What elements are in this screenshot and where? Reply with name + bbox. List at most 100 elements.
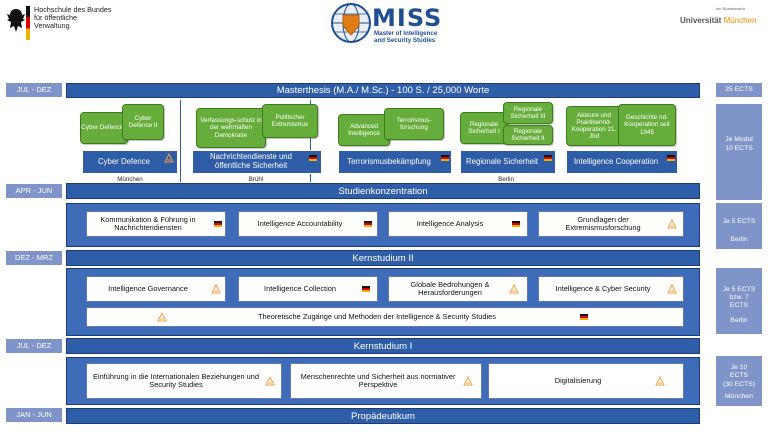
unibw-icon bbox=[667, 218, 677, 229]
module-akteure-kooperation: Akteure und Praktikennd-Kooperation 21. … bbox=[566, 106, 622, 146]
section-terrorismusbekaempfung[interactable]: Terrorismusbekämpfung bbox=[338, 150, 452, 174]
module-extremismus: Politischer Extremismus bbox=[262, 104, 318, 138]
miss-wordmark: MISS bbox=[372, 4, 443, 32]
ects-kern2-line-2: bzw. 7 bbox=[729, 294, 749, 302]
ects-kern2-top: Je 5 ECTS Berlin bbox=[716, 203, 762, 249]
hsbund-icon bbox=[512, 221, 520, 227]
hsbund-icon bbox=[214, 221, 222, 227]
section-intelligence-cooperation-label: Intelligence Cooperation bbox=[573, 156, 659, 166]
module-intelligence-analysis[interactable]: Intelligence Analysis bbox=[388, 211, 528, 237]
module-verfassungsschutz: Verfassungs-schutz in der wehrhaften Dem… bbox=[196, 108, 266, 148]
hsbund-icon bbox=[544, 155, 552, 161]
hsbund-line-1: Hochschule des Bundes bbox=[34, 5, 112, 14]
hsbund-line-2: für öffentliche bbox=[34, 13, 78, 23]
propaedeutikum-bar: Propädeutikum bbox=[66, 408, 700, 424]
module-kommunikation-fuehrung[interactable]: Kommunikation & Führung in Nachrichtendi… bbox=[86, 211, 226, 237]
ects-kern1-line-2: ECTS bbox=[729, 372, 749, 380]
module-theoretische-zugaenge-label: Theoretische Zugänge und Methoden der In… bbox=[258, 311, 496, 321]
ects-kern2-line-1: Je 5 ECTS bbox=[722, 286, 756, 293]
ects-kern1-line-4: München bbox=[725, 393, 753, 401]
ects-kern1-line-3: (30 ECTS) bbox=[722, 380, 756, 388]
unibw-icon bbox=[164, 152, 174, 163]
ects-kern2: Je 5 ECTS bzw. 7 ECTS Berlin bbox=[716, 268, 762, 334]
module-globale-bedrohungen[interactable]: Globale Bedrohungen & Herausforderungen bbox=[388, 276, 528, 302]
module-regional-3: Regionale Sicherheit III bbox=[503, 102, 553, 124]
section-nachrichtendienste[interactable]: Nachrichtendienste und öffentliche Siche… bbox=[192, 150, 322, 174]
module-einfuehrung-ib[interactable]: Einführung in die Internationalen Bezieh… bbox=[86, 363, 282, 399]
module-einfuehrung-ib-label: Einführung in die Internationalen Bezieh… bbox=[93, 371, 260, 389]
hsbund-icon bbox=[580, 314, 588, 320]
location-bruehl: Brühl bbox=[248, 176, 264, 183]
module-menschenrechte-label: Menschenrechte und Sicherheit aus normat… bbox=[300, 371, 456, 389]
studienkonzentration-bar: Studienkonzentration bbox=[66, 183, 700, 199]
ects-concentration-line-1: Je Modul bbox=[725, 136, 753, 143]
section-cyber-defence[interactable]: Cyber Defence bbox=[82, 150, 178, 174]
ects-kern1: Je 10 ECTS (30 ECTS) München bbox=[716, 356, 762, 406]
module-intelligence-accountability[interactable]: Intelligence Accountability bbox=[238, 211, 378, 237]
globe-icon bbox=[331, 3, 371, 43]
module-intelligence-governance[interactable]: Intelligence Governance bbox=[86, 276, 226, 302]
time-label-concentration: APR - JUN bbox=[6, 184, 62, 198]
hsbund-icon bbox=[364, 221, 372, 227]
divider-2 bbox=[310, 100, 311, 182]
flag-stripe bbox=[26, 6, 30, 40]
section-cyber-defence-label: Cyber Defence bbox=[97, 156, 150, 166]
unibw-small-text: der Bundeswehr bbox=[716, 6, 746, 11]
ects-kern2-line-3: ECTS bbox=[729, 302, 749, 310]
time-label-kern1: JUL - DEZ bbox=[6, 339, 62, 353]
divider-1 bbox=[180, 100, 181, 182]
module-geschichte-kooperation: Geschichte nd-Kooperation seit 1945 bbox=[618, 104, 676, 146]
time-label-kern2: DEZ - MRZ bbox=[6, 251, 62, 265]
unibw-icon bbox=[655, 375, 665, 386]
ects-kern1-line-1: Je 10 bbox=[730, 364, 748, 371]
kernstudium2-bar: Kernstudium II bbox=[66, 250, 700, 266]
module-intelligence-collection[interactable]: Intelligence Collection bbox=[238, 276, 378, 302]
module-digitalisierung[interactable]: Digitalisierung bbox=[488, 363, 684, 399]
location-muenchen: München bbox=[117, 176, 143, 183]
module-intelligence-cyber-security-label: Intelligence & Cyber Security bbox=[555, 283, 651, 293]
module-intelligence-collection-label: Intelligence Collection bbox=[264, 283, 336, 293]
module-digitalisierung-label: Digitalisierung bbox=[554, 375, 602, 385]
section-intelligence-cooperation[interactable]: Intelligence Cooperation bbox=[566, 150, 678, 174]
unibw-icon bbox=[667, 283, 677, 294]
unibw-icon bbox=[463, 375, 473, 386]
section-regionale-sicherheit-label: Regionale Sicherheit bbox=[466, 156, 538, 166]
ects-kern2-line-4: Berlin bbox=[730, 316, 748, 324]
hsbund-icon bbox=[309, 155, 317, 161]
section-nachrichtendienste-label: Nachrichtendienste und öffentliche Siche… bbox=[210, 152, 292, 170]
hsbund-line-3: Verwaltung bbox=[34, 21, 70, 31]
hsbund-logo: Hochschule des Bundes für öffentliche Ve… bbox=[4, 2, 132, 42]
hsbund-icon bbox=[441, 155, 449, 161]
unibw-name-word: Universität bbox=[680, 16, 722, 25]
hsbund-icon bbox=[667, 155, 675, 161]
module-regional-2: Regionale Sicherheit II bbox=[503, 125, 553, 145]
section-regionale-sicherheit[interactable]: Regionale Sicherheit bbox=[460, 150, 556, 174]
unibw-icon bbox=[157, 311, 167, 322]
section-terrorismusbekaempfung-label: Terrorismusbekämpfung bbox=[347, 156, 431, 166]
masterthesis-bar: Masterthesis (M.A./ M.Sc.) - 100 S. / 25… bbox=[66, 83, 700, 98]
module-kommunikation-fuehrung-label: Kommunikation & Führung in Nachrichtendi… bbox=[100, 214, 196, 232]
module-grundlagen-extremismusforschung-label: Grundlagen der Extremismusforschung bbox=[565, 214, 641, 232]
miss-subtitle: Master of Intelligence and Security Stud… bbox=[374, 30, 464, 44]
unibw-logo: der Bundeswehr Universität München bbox=[680, 2, 764, 42]
module-advanced-intelligence: Advanced Intelligence bbox=[338, 114, 390, 146]
federal-eagle-icon bbox=[7, 9, 25, 32]
unibw-name: Universität München bbox=[680, 16, 757, 25]
ects-concentration: Je Modul 10 ECTS bbox=[716, 104, 762, 200]
ects-concentration-line-2: 10 ECTS bbox=[725, 144, 753, 152]
module-grundlagen-extremismusforschung[interactable]: Grundlagen der Extremismusforschung bbox=[538, 211, 684, 237]
ects-kern2-top-line-1: Je 5 ECTS bbox=[722, 218, 756, 225]
module-intelligence-accountability-label: Intelligence Accountability bbox=[257, 218, 343, 228]
module-terrorismusforschung: Terrorismus-forschung bbox=[384, 108, 444, 140]
module-globale-bedrohungen-label: Globale Bedrohungen & Herausforderungen bbox=[410, 279, 490, 297]
kernstudium1-bar: Kernstudium I bbox=[66, 338, 700, 354]
module-intelligence-cyber-security[interactable]: Intelligence & Cyber Security bbox=[538, 276, 684, 302]
ects-kern2-top-line-2: Berlin bbox=[730, 236, 748, 243]
miss-logo: MISS Master of Intelligence and Security… bbox=[330, 2, 460, 46]
module-intelligence-analysis-label: Intelligence Analysis bbox=[416, 218, 484, 228]
module-theoretische-zugaenge[interactable]: Theoretische Zugänge und Methoden der In… bbox=[86, 307, 684, 327]
unibw-icon bbox=[509, 283, 519, 294]
module-regional-1: Regionale Sicherheit I bbox=[460, 112, 508, 144]
module-menschenrechte[interactable]: Menschenrechte und Sicherheit aus normat… bbox=[290, 363, 482, 399]
unibw-icon bbox=[265, 375, 275, 386]
